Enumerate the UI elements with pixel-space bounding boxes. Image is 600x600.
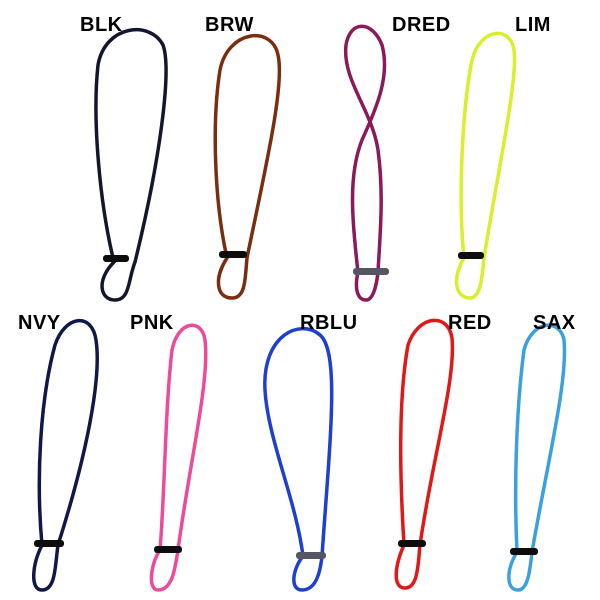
stopper-nvy [34, 540, 64, 547]
label-red: RED [448, 312, 492, 334]
cord-lim [454, 31, 517, 300]
cord-nvy [32, 319, 99, 592]
stopper-sax [510, 548, 538, 555]
label-blk: BLK [80, 14, 123, 36]
stopper-pnk [154, 546, 182, 553]
cord-pnk [149, 323, 208, 592]
cord-loop-red [394, 318, 455, 590]
cord-blk [94, 28, 168, 302]
cord-loop-dred [343, 24, 387, 302]
stopper-rblu [296, 552, 326, 559]
label-sax: SAX [533, 312, 576, 334]
cord-sax [507, 323, 567, 592]
cord-loop-pnk [149, 323, 208, 592]
cord-dred [343, 24, 389, 302]
label-brw: BRW [205, 14, 254, 36]
label-rblu: RBLU [300, 312, 358, 334]
label-nvy: NVY [18, 312, 61, 334]
stopper-brw [219, 251, 247, 258]
cord-loop-nvy [32, 319, 99, 592]
cord-loop-rblu [263, 326, 334, 592]
label-pnk: PNK [130, 312, 174, 334]
cord-red [394, 318, 455, 590]
label-lim: LIM [515, 14, 551, 36]
stopper-dred [353, 268, 389, 275]
cord-rblu [263, 326, 334, 592]
cord-loop-sax [507, 323, 567, 592]
cord-loop-brw [213, 34, 282, 300]
stopper-red [398, 540, 426, 547]
stopper-lim [458, 252, 484, 259]
cord-loop-lim [454, 31, 517, 300]
stopper-blk [103, 255, 129, 262]
cord-brw [213, 34, 282, 300]
cord-loop-blk [94, 28, 168, 302]
label-dred: DRED [392, 14, 451, 36]
